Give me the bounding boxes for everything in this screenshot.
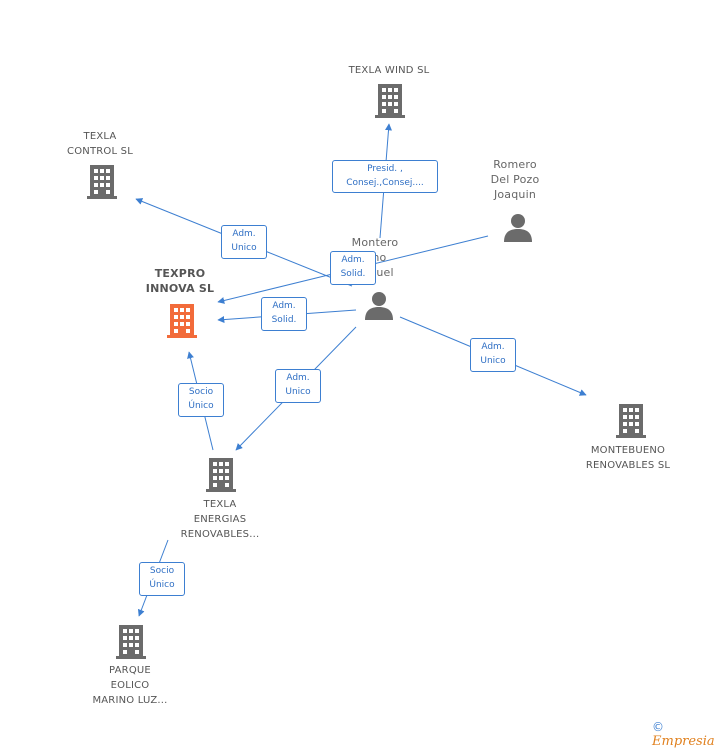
- person-icon[interactable]: [364, 291, 394, 321]
- copyright-symbol: ©: [652, 720, 664, 734]
- building-icon[interactable]: [616, 404, 646, 438]
- node-label-texla-energias[interactable]: TEXLA ENERGIAS RENOVABLES...: [180, 499, 260, 540]
- edge-badge-adm-unico-energias[interactable]: Adm. Unico: [275, 369, 321, 403]
- edge-badge-adm-unico-control[interactable]: Adm. Unico: [221, 225, 267, 259]
- building-icon[interactable]: [206, 458, 236, 492]
- edge-badge-socio-unico-parque[interactable]: Socio Único: [139, 562, 185, 596]
- edge-badge-adm-solid-montero[interactable]: Adm. Solid.: [261, 297, 307, 331]
- person-icon[interactable]: [503, 213, 533, 243]
- brand-logo: Empresia: [652, 734, 715, 749]
- node-label-texla-wind[interactable]: TEXLA WIND SL: [348, 65, 430, 76]
- edge-badge-socio-unico-texpro[interactable]: Socio Único: [178, 383, 224, 417]
- node-label-romero[interactable]: Romero Del Pozo Joaquin: [490, 158, 540, 201]
- node-label-texpro-innova[interactable]: TEXPRO INNOVA SL: [145, 267, 215, 295]
- node-label-montebueno[interactable]: MONTEBUENO RENOVABLES SL: [585, 445, 671, 471]
- edge-badge-adm-unico-montebueno[interactable]: Adm. Unico: [470, 338, 516, 372]
- building-icon[interactable]: [87, 165, 117, 199]
- edge-badge-presid[interactable]: Presid. , Consej.,Consej....: [332, 160, 438, 193]
- building-icon-highlighted[interactable]: [167, 304, 197, 338]
- node-label-texla-control[interactable]: TEXLA CONTROL SL: [67, 131, 133, 157]
- building-icon[interactable]: [375, 84, 405, 118]
- copyright-footer: © Empresia: [652, 720, 728, 749]
- edge-badge-adm-solid-romero[interactable]: Adm. Solid.: [330, 251, 376, 285]
- node-label-parque-eolico[interactable]: PARQUE EOLICO MARINO LUZ...: [92, 665, 168, 706]
- building-icon[interactable]: [116, 625, 146, 659]
